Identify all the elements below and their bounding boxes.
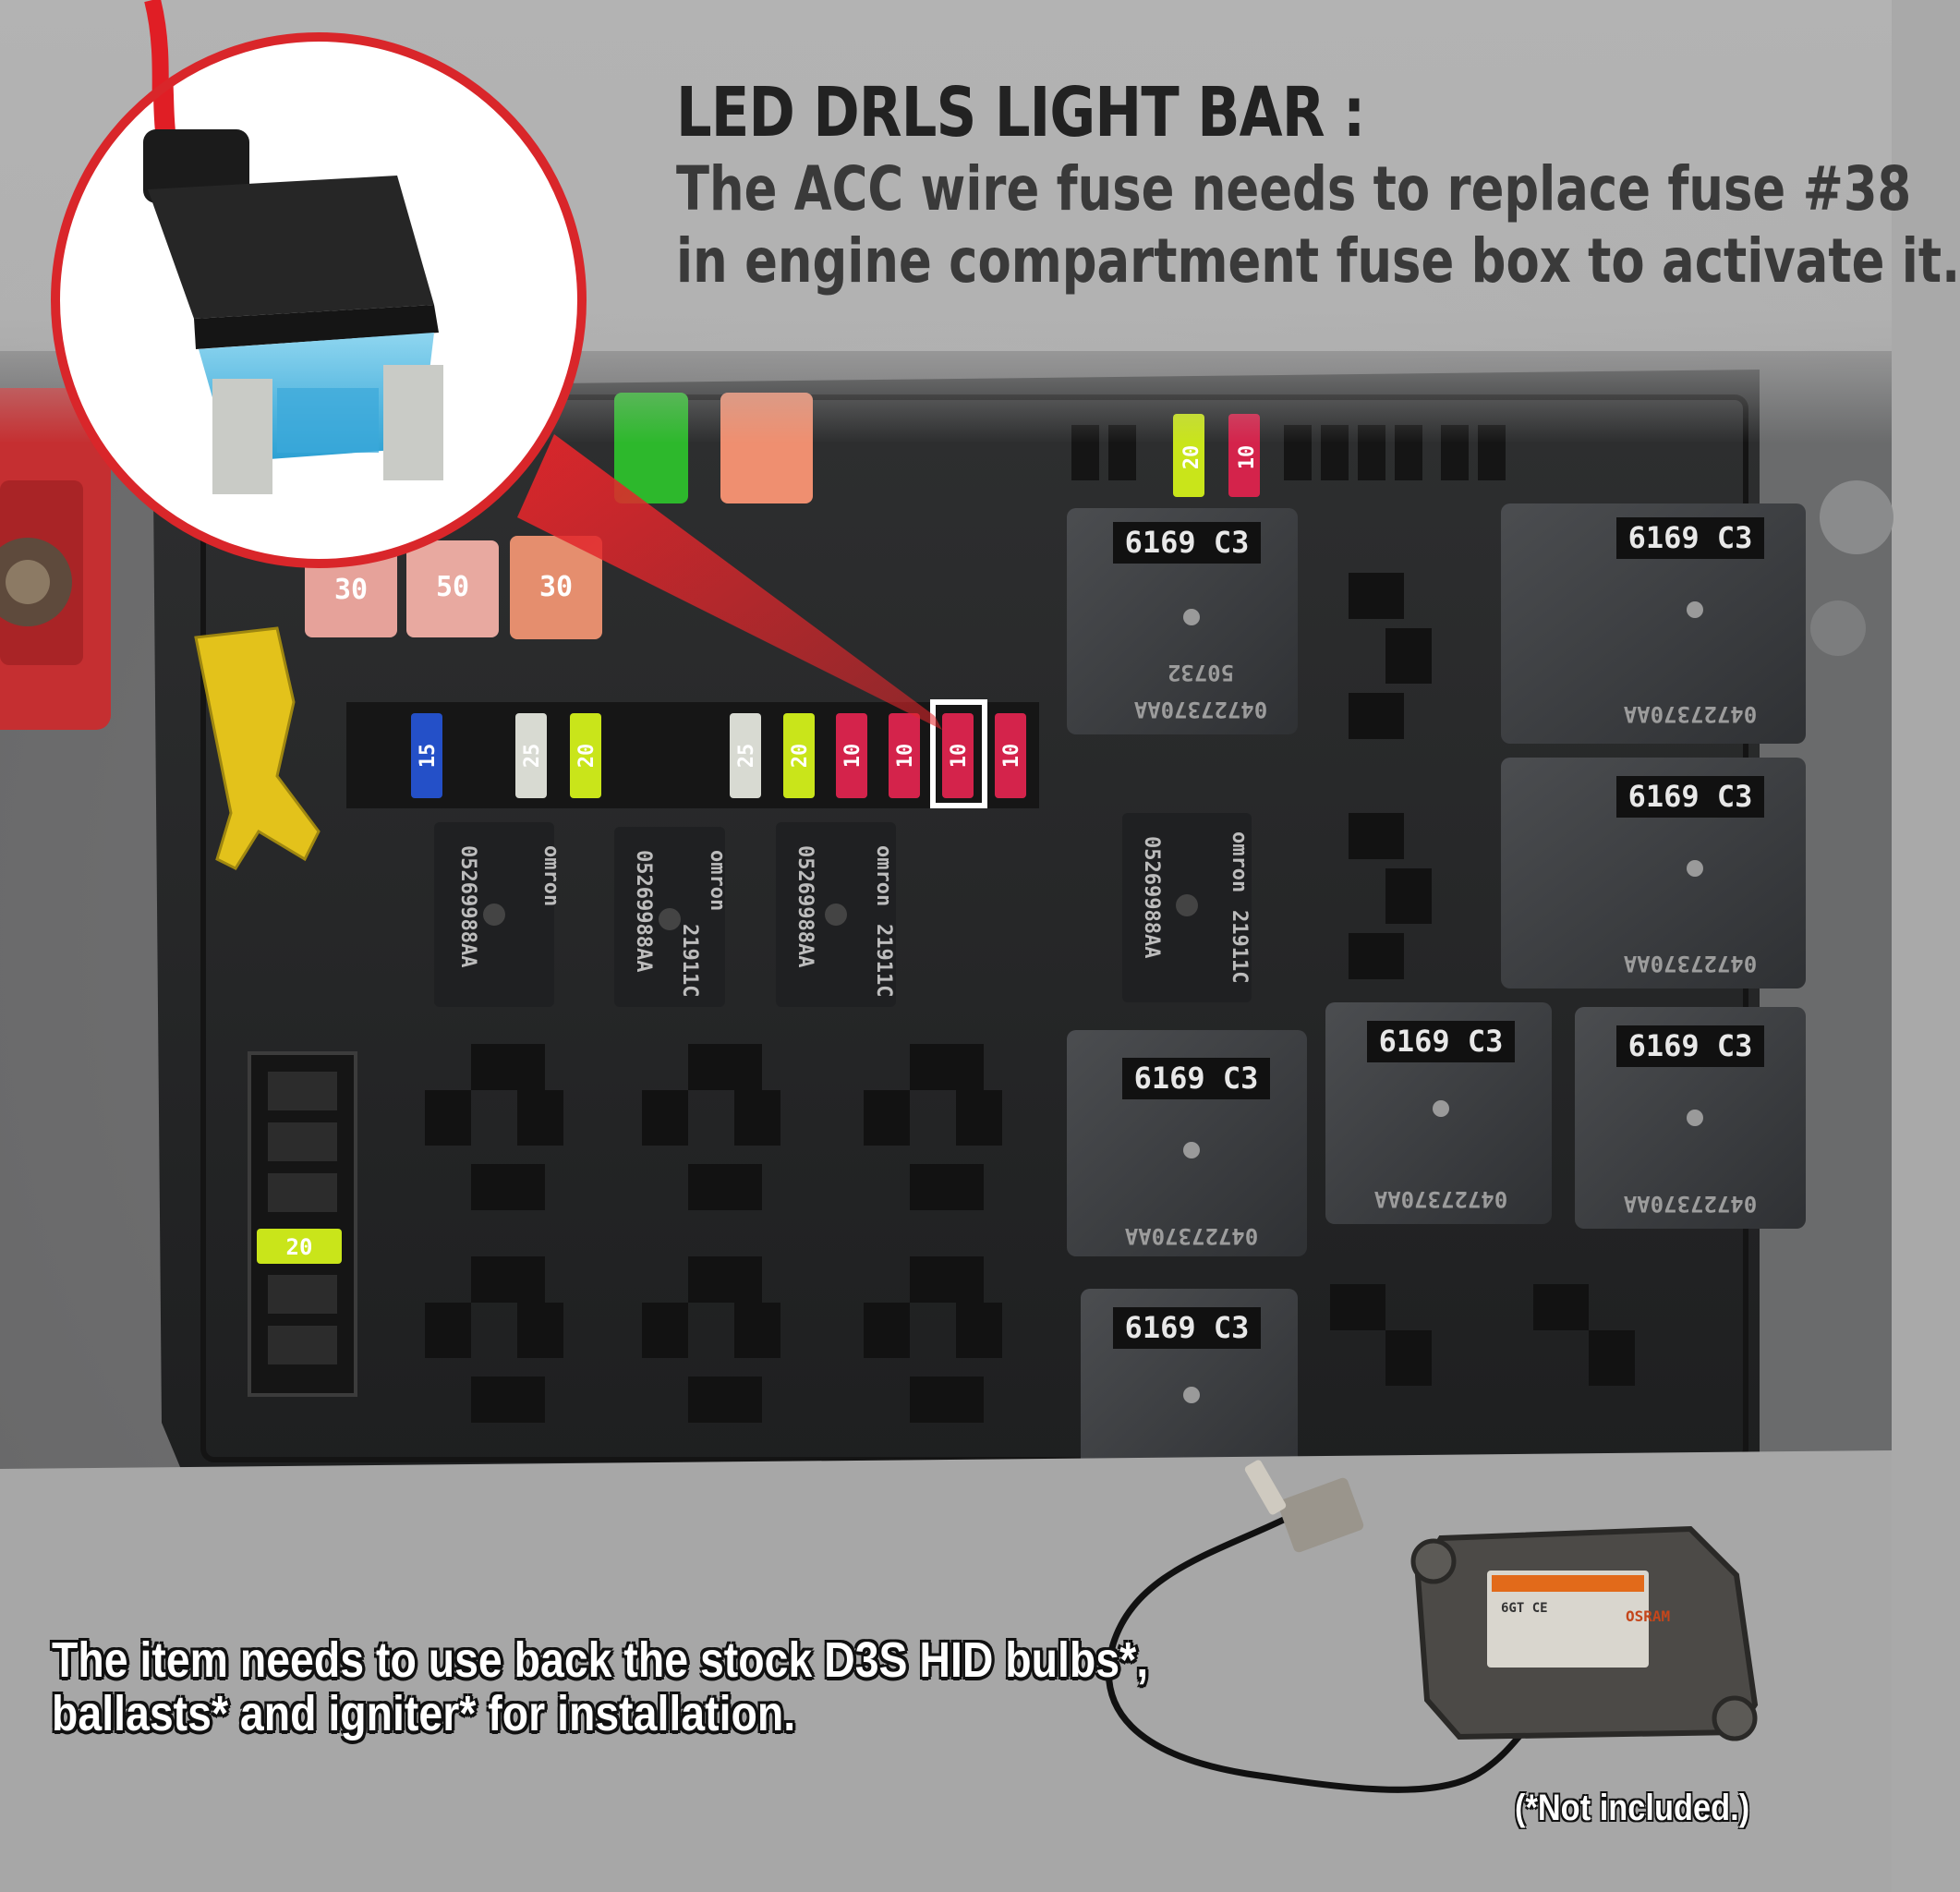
fuse-row-8: [942, 713, 974, 798]
callout-ring: [51, 32, 587, 568]
fuse-row-label-3: 20: [575, 744, 599, 769]
relay-part-1: 05269988AA: [456, 845, 479, 967]
headline-title: LED DRLS LIGHT BAR :: [676, 73, 1365, 152]
fuse-row-label-9: 10: [1000, 744, 1023, 769]
small-relays: [434, 813, 1252, 1007]
relay-label-top-5: 6169 C3: [1379, 1024, 1504, 1059]
fuse-row-4: [730, 713, 761, 798]
relay-brand-4: omron: [1228, 831, 1251, 892]
relay-label-top-2: 6169 C3: [1628, 520, 1753, 555]
fuse-row-label-4: 25: [735, 744, 758, 769]
big-fuses: 30 50 30: [305, 536, 602, 639]
fuse-left-label: 20: [286, 1234, 313, 1260]
relay-part-1: 04727370AA: [1133, 697, 1267, 722]
installation-note-line-2: ballasts* and igniter* for installation.: [52, 1686, 796, 1741]
fuse-callout: [51, 32, 587, 568]
relay-part-4: 05269988AA: [1140, 836, 1163, 958]
fuse-row-5: [783, 713, 815, 798]
relay-brand-1: omron: [539, 845, 563, 906]
hid-kit: OSRAM 6GT CE: [1106, 1460, 1759, 1793]
fuse-row-label-5: 20: [789, 744, 812, 769]
fuse-top-label-2: 10: [1236, 445, 1259, 470]
ballast-brand: OSRAM: [1626, 1607, 1670, 1625]
not-included-footnote: (*Not included.): [1515, 1788, 1750, 1828]
fuse-row-1: [411, 713, 442, 798]
fuse-row-2: [515, 713, 547, 798]
relay-brand-3: omron: [872, 845, 895, 906]
fuse-row-6: [836, 713, 867, 798]
relay-part-4: 04727370AA: [1124, 1223, 1258, 1249]
fuse-row-label-1: 15: [417, 744, 440, 769]
fuse-box-photo: 20 30 50 30 20 10 15 25 20 25: [0, 0, 1893, 1892]
relay-model-2: 21911C: [678, 924, 701, 997]
relay-model-3: 21911C: [872, 924, 895, 997]
fuse-row-label-6: 10: [841, 744, 865, 769]
fuse-row-label-2: 25: [521, 744, 544, 769]
fuse-38-highlight: [930, 699, 987, 808]
relay-label-top-6: 6169 C3: [1628, 1028, 1753, 1063]
relay-part-2: 05269988AA: [632, 850, 655, 972]
big-fuse-label-1: 30: [334, 574, 368, 606]
installation-note: The item needs to use back the stock D3S…: [52, 1632, 1149, 1741]
ballast-mark: 6GT CE: [1501, 1601, 1548, 1616]
big-fuse-label-2: 50: [436, 571, 469, 603]
relay-part-3: 05269988AA: [793, 845, 817, 967]
mini-fuse-row: [411, 713, 1026, 798]
relay-label-top-4: 6169 C3: [1134, 1061, 1259, 1096]
relay-brand-2: omron: [706, 850, 729, 911]
relay-part-2: 04727370AA: [1623, 701, 1757, 727]
fuse-row-9: [995, 713, 1026, 798]
headline-line-1: The ACC wire fuse needs to replace fuse …: [676, 153, 1912, 224]
big-fuse-label-3: 30: [539, 571, 573, 603]
fuse-puller: [194, 626, 321, 870]
relay-part-5: 04727370AA: [1373, 1186, 1507, 1212]
fuse-row-label-8: 10: [948, 744, 971, 769]
fuse-row-label-7: 10: [894, 744, 917, 769]
installation-note-line-1: The item needs to use back the stock D3S…: [52, 1632, 1149, 1688]
callout-beam: [517, 434, 942, 730]
fuse-row-7: [889, 713, 920, 798]
relay-label-top-3: 6169 C3: [1628, 779, 1753, 814]
socket-grid: [425, 573, 1635, 1423]
relay-label-top-7: 6169 C3: [1125, 1310, 1250, 1345]
fuse-top-label-1: 20: [1180, 445, 1204, 470]
relay-label-top-1: 6169 C3: [1125, 525, 1250, 560]
fuse-row-3: [570, 713, 601, 798]
relay-part-3: 04727370AA: [1623, 951, 1757, 976]
fuse-left: [257, 1229, 342, 1264]
relay-model-4: 21911C: [1228, 910, 1251, 983]
headline-line-2: in engine compartment fuse box to activa…: [676, 225, 1960, 297]
relay-sub-1: 50732: [1168, 660, 1234, 685]
headline: LED DRLS LIGHT BAR : The ACC wire fuse n…: [676, 72, 1960, 297]
relay-part-6: 04727370AA: [1623, 1191, 1757, 1217]
